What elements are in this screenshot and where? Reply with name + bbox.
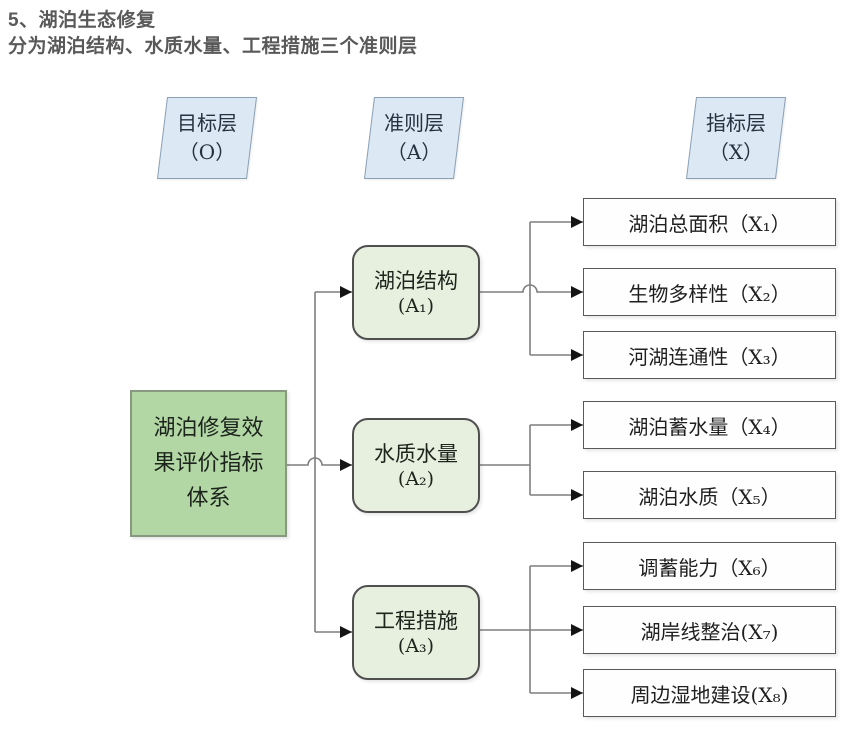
indicator-label: 湖岸线整治(X₇): [640, 619, 779, 644]
layer-header-criteria: 准则层 （A）: [363, 97, 465, 179]
criterion2-to-indicator-connectors: [480, 419, 583, 501]
criterion-code: (A₃): [397, 634, 435, 657]
layer-header-indicators: 指标层 （X）: [685, 97, 787, 179]
criterion-label: 工程措施: [374, 608, 458, 633]
layer-header-goal-text: 目标层 （O）: [163, 98, 251, 178]
goal-node: 湖泊修复效 果评价指标 体系: [130, 390, 287, 537]
indicator-label: 湖泊水质（X₅）: [638, 484, 781, 509]
layer-header-code: （X）: [708, 140, 764, 164]
layer-header-indicators-text: 指标层 （X）: [692, 98, 780, 178]
page-title: 5、湖泊生态修复: [8, 10, 156, 31]
layer-header-criteria-text: 准则层 （A）: [370, 98, 458, 178]
criterion-node-a1: 湖泊结构 (A₁): [352, 245, 480, 340]
indicator-node-x3: 河湖连通性（X₃）: [583, 331, 836, 379]
indicator-label: 调蓄能力（X₆）: [638, 555, 781, 580]
layer-header-label: 准则层: [384, 111, 444, 135]
criterion-label: 湖泊结构: [374, 268, 458, 293]
indicator-node-x8: 周边湿地建设(X₈): [583, 669, 836, 717]
indicator-node-x5: 湖泊水质（X₅）: [583, 471, 836, 519]
criterion-label: 水质水量: [374, 441, 458, 466]
indicator-label: 生物多样性（X₂）: [628, 281, 791, 306]
goal-node-text-line1: 湖泊修复效: [153, 416, 264, 441]
indicator-node-x4: 湖泊蓄水量（X₄）: [583, 401, 836, 449]
layer-header-code: （O）: [178, 140, 236, 164]
criterion1-to-indicator-connectors: [480, 216, 583, 361]
indicator-node-x1: 湖泊总面积（X₁）: [583, 198, 836, 246]
page-subtitle: 分为湖泊结构、水质水量、工程措施三个准则层: [8, 36, 418, 57]
criterion-node-a3: 工程措施 (A₃): [352, 585, 480, 680]
layer-header-goal: 目标层 （O）: [156, 97, 258, 179]
indicator-label: 河湖连通性（X₃）: [628, 344, 791, 369]
criterion-code: (A₁): [397, 294, 435, 317]
layer-header-code: （A）: [386, 140, 442, 164]
goal-to-criteria-connectors: [286, 286, 352, 638]
criterion-node-a2: 水质水量 (A₂): [352, 418, 480, 513]
criterion-code: (A₂): [397, 467, 435, 490]
indicator-node-x6: 调蓄能力（X₆）: [583, 542, 836, 590]
layer-header-label: 指标层: [706, 111, 766, 135]
goal-node-text-line2: 果评价指标: [153, 451, 264, 476]
goal-node-text-line3: 体系: [186, 486, 231, 511]
indicator-node-x7: 湖岸线整治(X₇): [583, 606, 836, 654]
layer-header-label: 目标层: [177, 111, 237, 135]
indicator-label: 湖泊蓄水量（X₄）: [628, 414, 791, 439]
indicator-label: 周边湿地建设(X₈): [630, 682, 789, 707]
indicator-label: 湖泊总面积（X₁）: [628, 211, 791, 236]
criterion3-to-indicator-connectors: [480, 560, 583, 699]
indicator-node-x2: 生物多样性（X₂）: [583, 268, 836, 316]
